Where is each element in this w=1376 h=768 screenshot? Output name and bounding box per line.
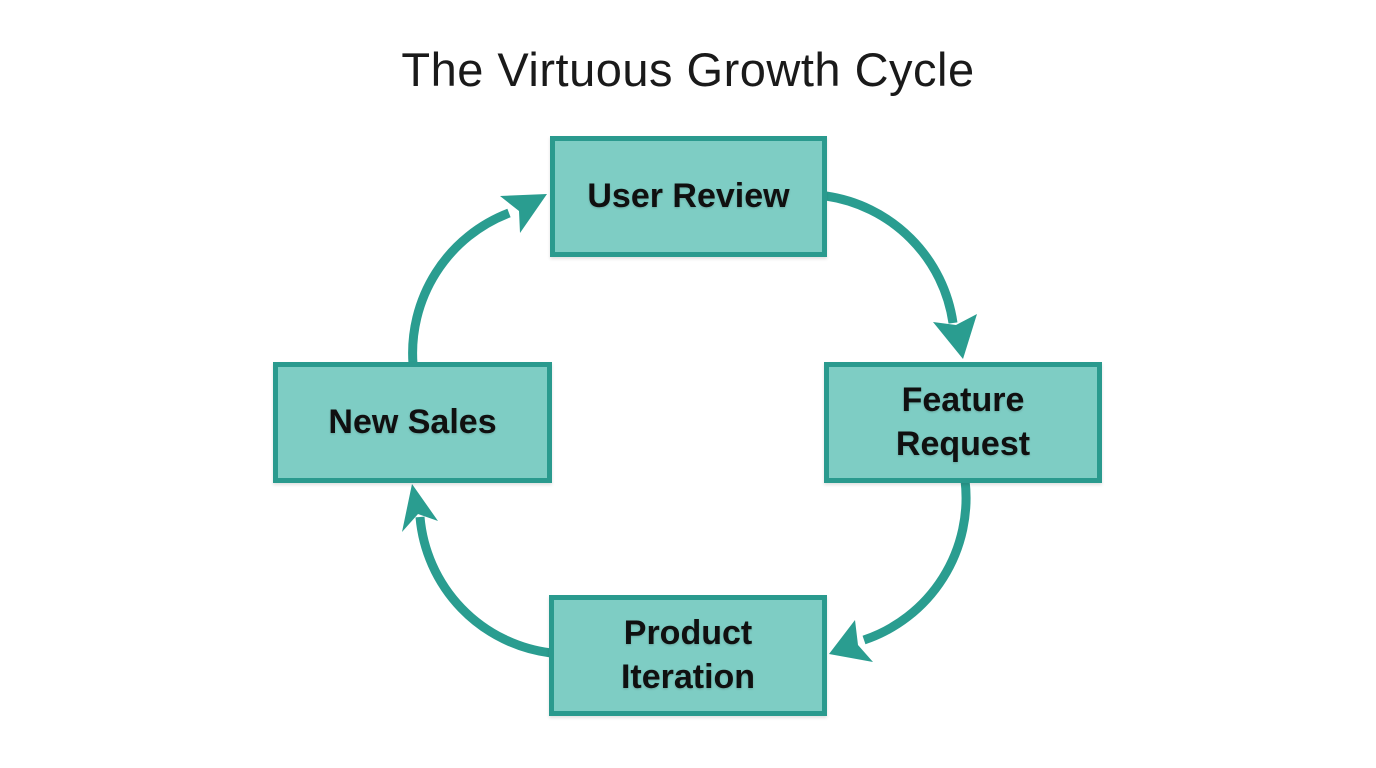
node-user-review-label: User Review xyxy=(587,176,790,215)
arrow-user-review-to-feature-request xyxy=(825,191,977,359)
arrow-new-sales-to-user-review xyxy=(408,194,547,365)
node-product-iteration-label: Product Iteration xyxy=(620,614,756,696)
node-feature-request-label: Feature Request xyxy=(895,381,1031,463)
arrow-feature-request-to-product-iteration xyxy=(829,479,971,662)
node-user-review: User Review xyxy=(550,136,827,257)
node-new-sales: New Sales xyxy=(273,362,552,483)
diagram-title: The Virtuous Growth Cycle xyxy=(401,43,975,96)
arrow-product-iteration-to-new-sales xyxy=(402,484,552,658)
node-feature-request: Feature Request xyxy=(824,362,1102,483)
node-product-iteration: Product Iteration xyxy=(549,595,827,716)
node-new-sales-label: New Sales xyxy=(328,402,497,441)
